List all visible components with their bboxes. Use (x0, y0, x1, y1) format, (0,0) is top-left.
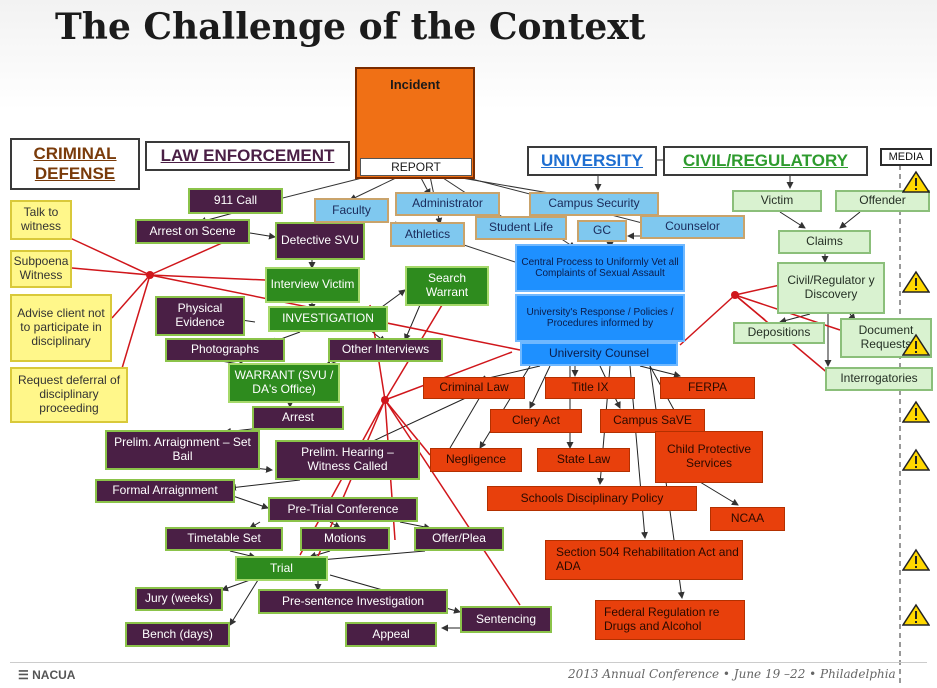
influence-node-law (381, 396, 389, 404)
header-law-enforcement: LAW ENFORCEMENT (145, 141, 350, 171)
motions-box: Motions (300, 527, 390, 551)
offender-box: Offender (835, 190, 930, 212)
photographs-box: Photographs (165, 338, 285, 362)
faculty-box: Faculty (314, 198, 389, 223)
warning-triangle-icon (902, 170, 930, 193)
formal-arraignment-box: Formal Arraignment (95, 479, 235, 503)
interrogatories-box: Interrogatories (825, 367, 933, 391)
sentencing-box: Sentencing (460, 606, 552, 633)
campus-security-box: Campus Security (529, 192, 659, 216)
detective-svu-box: Detective SVU (275, 222, 365, 260)
warning-triangle-icon (902, 603, 930, 626)
warning-triangle-icon (902, 548, 930, 571)
counselor-box: Counselor (640, 215, 745, 239)
depositions-box: Depositions (733, 322, 825, 344)
ferpa-box: FERPA (660, 377, 755, 399)
investigation-box: INVESTIGATION (268, 306, 388, 332)
section-504-box: Section 504 Rehabilitation Act and ADA (545, 540, 743, 580)
clery-act-box: Clery Act (490, 409, 582, 433)
influence-node-civil (731, 291, 739, 299)
bench-days-box: Bench (days) (125, 622, 230, 647)
other-interviews-box: Other Interviews (328, 338, 443, 362)
header-media: MEDIA (880, 148, 932, 166)
pre-sentence-investigation-box: Pre-sentence Investigation (258, 589, 448, 614)
warrant-box: WARRANT (SVU / DA's Office) (228, 363, 340, 403)
federal-regulation-box: Federal Regulation re Drugs and Alcohol (595, 600, 745, 640)
victim-box: Victim (732, 190, 822, 212)
offer-plea-box: Offer/Plea (414, 527, 504, 551)
prelim-hearing-box: Prelim. Hearing – Witness Called (275, 440, 420, 480)
trial-box: Trial (235, 556, 328, 581)
request-deferral-box: Request deferral of disciplinary proceed… (10, 367, 128, 423)
child-protective-services-box: Child Protective Services (655, 431, 763, 483)
nacua-logo: ☰ NACUA (18, 668, 75, 682)
header-civil-regulatory: CIVIL/REGULATORY (663, 146, 868, 176)
incident-label: Incident (390, 77, 440, 92)
report-box: REPORT (360, 158, 472, 176)
university-counsel-box: University Counsel (520, 342, 678, 366)
gc-box: GC (577, 220, 627, 242)
student-life-box: Student Life (475, 216, 567, 240)
warning-triangle-icon (902, 400, 930, 423)
prelim-arraignment-box: Prelim. Arraignment – Set Bail (105, 430, 260, 470)
interview-victim-box: Interview Victim (265, 267, 360, 303)
administrator-box: Administrator (395, 192, 500, 216)
pre-trial-conference-box: Pre-Trial Conference (268, 497, 418, 522)
civil-discovery-box: Civil/Regulator y Discovery (777, 262, 885, 314)
nacua-logo-icon: ☰ (18, 668, 29, 682)
university-response-box: University's Response / Policies / Proce… (515, 294, 685, 342)
header-university: UNIVERSITY (527, 146, 657, 176)
criminal-law-box: Criminal Law (423, 377, 525, 399)
page-title: The Challenge of the Context (55, 6, 646, 48)
warning-triangle-icon (902, 333, 930, 356)
911-call-box: 911 Call (188, 188, 283, 214)
title-ix-box: Title IX (545, 377, 635, 399)
negligence-box: Negligence (430, 448, 522, 472)
search-warrant-box: Search Warrant (405, 266, 489, 306)
timetable-set-box: Timetable Set (165, 527, 283, 551)
campus-save-box: Campus SaVE (600, 409, 705, 433)
physical-evidence-box: Physical Evidence (155, 296, 245, 336)
central-process-box: Central Process to Uniformly Vet all Com… (515, 244, 685, 292)
schools-disciplinary-policy-box: Schools Disciplinary Policy (487, 486, 697, 511)
arrest-on-scene-box: Arrest on Scene (135, 219, 250, 244)
footer-conference: 2013 Annual Conference • June 19 –22 • P… (568, 667, 896, 681)
nacua-logo-text: NACUA (32, 668, 76, 682)
appeal-box: Appeal (345, 622, 437, 647)
warning-triangle-icon (902, 270, 930, 293)
talk-to-witness-box: Talk to witness (10, 200, 72, 240)
claims-box: Claims (778, 230, 871, 254)
ncaa-box: NCAA (710, 507, 785, 531)
athletics-box: Athletics (390, 222, 465, 247)
jury-weeks-box: Jury (weeks) (135, 587, 223, 611)
warning-triangle-icon (902, 448, 930, 471)
advise-client-box: Advise client not to participate in disc… (10, 294, 112, 362)
footer-rule (10, 662, 927, 663)
influence-node-criminal (146, 271, 154, 279)
arrest-box: Arrest (252, 406, 344, 430)
header-criminal-defense: CRIMINAL DEFENSE (10, 138, 140, 190)
subpoena-witness-box: Subpoena Witness (10, 250, 72, 288)
state-law-box: State Law (537, 448, 630, 472)
